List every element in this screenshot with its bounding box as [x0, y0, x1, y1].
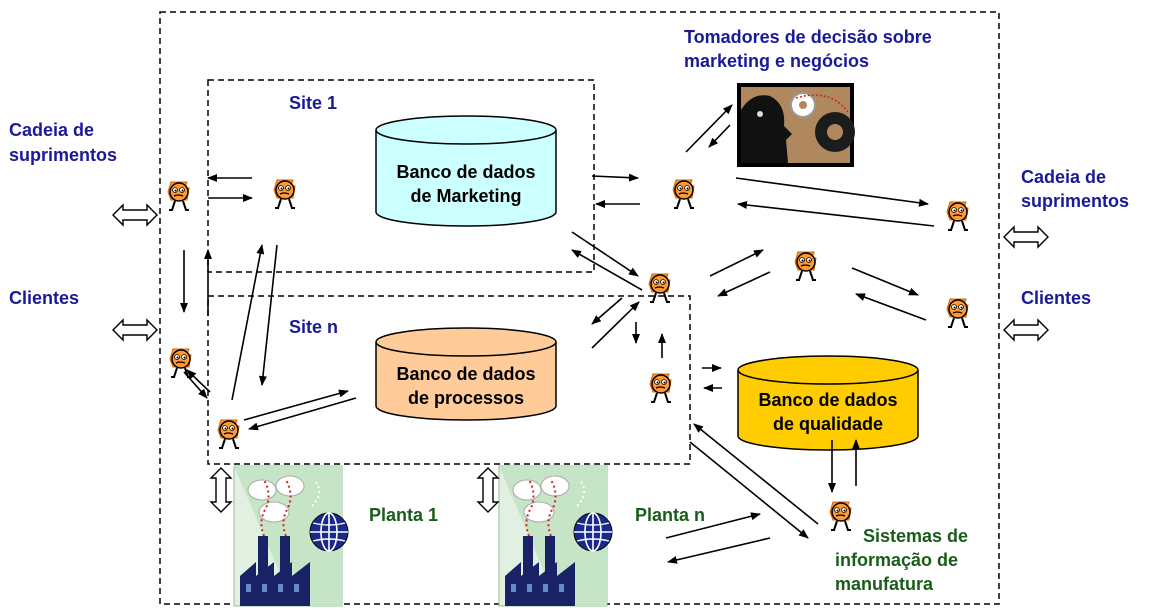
quality-database-label: Banco de dados de qualidade: [738, 388, 918, 436]
agent-icon: [649, 373, 672, 403]
decision-makers-label-line1: Tomadores de decisão sobre: [684, 27, 932, 47]
agent-icon: [167, 181, 190, 211]
marketing-database-label: Banco de dados de Marketing: [376, 160, 556, 208]
processes-database-line2: de processos: [407, 388, 525, 408]
supply-chain-right-line1: Cadeia de: [1021, 167, 1107, 187]
exchange-arrow: [112, 204, 158, 226]
agent-icon: [946, 201, 969, 231]
mis-label-line1: Sistemas de: [863, 526, 969, 546]
mis-label-line3: manufatura: [835, 574, 934, 594]
decision-makers-label-line2: marketing e negócios: [684, 51, 870, 71]
supply-chain-left-line2: suprimentos: [9, 145, 118, 165]
exchange-arrow: [1003, 226, 1049, 248]
globe-icon: [573, 512, 613, 552]
plant-1-label: Planta 1: [369, 505, 439, 525]
quality-database-line2: de qualidade: [772, 414, 884, 434]
marketing-database-line1: Banco de dados: [396, 162, 536, 182]
exchange-arrow: [477, 467, 499, 513]
plant-n-label: Planta n: [635, 505, 706, 525]
agent-icon: [273, 179, 296, 209]
message-arrows: [180, 104, 935, 564]
exchange-arrow: [1003, 319, 1049, 341]
agent-icon: [672, 179, 695, 209]
processes-database-line1: Banco de dados: [396, 364, 536, 384]
site-n-label: Site n: [289, 317, 339, 337]
agent-icon: [648, 273, 671, 303]
supply-chain-left-line1: Cadeia de: [9, 120, 95, 140]
quality-database-line1: Banco de dados: [758, 390, 898, 410]
globe-icon: [309, 512, 349, 552]
processes-database-label: Banco de dados de processos: [376, 362, 556, 410]
clients-right-label: Clientes: [1021, 288, 1092, 308]
site-1-label: Site 1: [289, 93, 338, 113]
agent-icon: [829, 501, 852, 531]
processes-database: [375, 327, 557, 421]
agent-icon: [946, 298, 969, 328]
exchange-arrow: [112, 319, 158, 341]
mis-label-line2: informação de: [835, 550, 959, 570]
supply-chain-right-line2: suprimentos: [1021, 191, 1130, 211]
agent-icon: [794, 251, 817, 281]
quality-database: [737, 355, 919, 451]
marketing-database-line2: de Marketing: [410, 186, 522, 206]
site-n-boundary: [207, 295, 691, 465]
marketing-database: [375, 115, 557, 227]
agent-icon: [169, 348, 192, 378]
decision-maker-gear-icon: [737, 83, 855, 167]
agent-icon: [217, 419, 240, 449]
exchange-arrow: [210, 467, 232, 513]
clients-left-label: Clientes: [9, 288, 80, 308]
